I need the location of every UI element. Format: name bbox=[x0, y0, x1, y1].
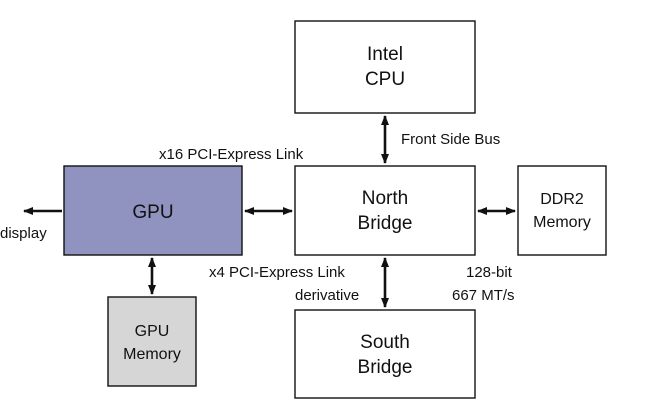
front-side-bus-label: Front Side Bus bbox=[401, 131, 500, 148]
cpu-label-line1: Intel bbox=[367, 44, 403, 65]
gpu-memory-label-line2: Memory bbox=[123, 346, 181, 363]
north-bridge-box bbox=[294, 165, 476, 256]
cpu-node: Intel CPU bbox=[294, 20, 476, 114]
memory-bus-label-line1: 128-bit bbox=[466, 264, 513, 281]
gpu-memory-box bbox=[107, 296, 197, 387]
ddr2-memory-node: DDR2 Memory bbox=[517, 165, 607, 256]
north-bridge-label-line2: Bridge bbox=[358, 213, 413, 234]
memory-bus-label-line2: 667 MT/s bbox=[452, 287, 515, 304]
ddr2-label-line2: Memory bbox=[533, 214, 591, 231]
gpu-box bbox=[63, 165, 243, 256]
gpu-label: GPU bbox=[132, 202, 173, 223]
pcie-x4-label-line1: x4 PCI-Express Link bbox=[209, 264, 345, 281]
cpu-label-line2: CPU bbox=[365, 69, 405, 90]
south-bridge-label-line2: Bridge bbox=[358, 357, 413, 378]
pcie-x4-label-line2: derivative bbox=[295, 287, 359, 304]
ddr2-memory-box bbox=[517, 165, 607, 256]
cpu-box bbox=[294, 20, 476, 114]
south-bridge-label-line1: South bbox=[360, 332, 410, 353]
south-bridge-box bbox=[294, 309, 476, 399]
ddr2-label-line1: DDR2 bbox=[540, 191, 584, 208]
gpu-node: GPU bbox=[63, 165, 243, 256]
gpu-memory-node: GPU Memory bbox=[107, 296, 197, 387]
display-label: display bbox=[0, 225, 47, 242]
north-bridge-label-line1: North bbox=[362, 188, 408, 209]
south-bridge-node: South Bridge bbox=[294, 309, 476, 399]
north-bridge-node: North Bridge bbox=[294, 165, 476, 256]
gpu-memory-label-line1: GPU bbox=[135, 323, 170, 340]
pcie-x16-label: x16 PCI-Express Link bbox=[159, 146, 304, 163]
